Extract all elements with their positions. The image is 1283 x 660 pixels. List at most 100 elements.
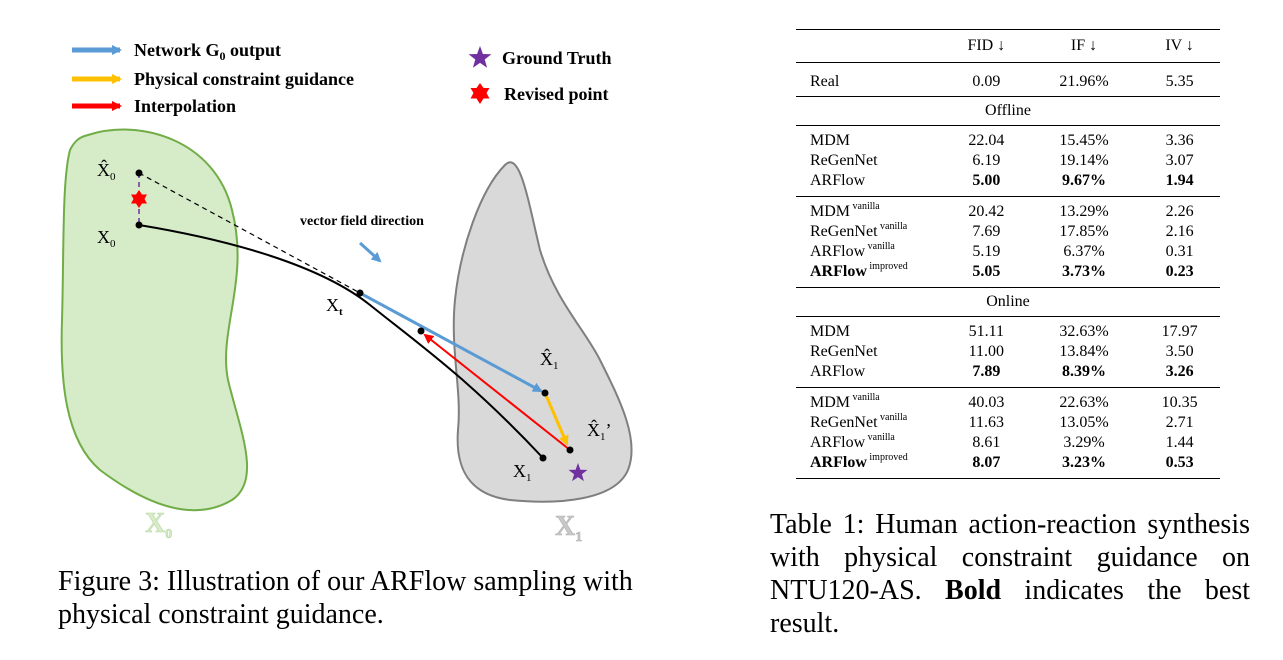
vector-field-arrow [358,241,382,263]
ground-truth-marker-icon [568,463,588,482]
value-iv: 0.53 [1139,453,1220,479]
table-header-row: FID ↓ IF ↓ IV ↓ [796,29,1220,63]
header-iv: IV ↓ [1139,29,1220,63]
point-x1hat [541,389,549,397]
value-fid: 40.03 [968,394,1005,411]
physical-guidance-arrow [543,392,569,446]
value-if: 17.85% [1059,223,1109,240]
method-name: ReGenNet [810,152,878,169]
value-fid: 7.89 [944,362,1029,388]
method-name: ReGenNet vanilla [810,412,908,432]
method-name: ARFlow [796,171,944,197]
header-if: IF ↓ [1028,29,1140,63]
revised-point-star-icon [470,83,490,104]
label-x0hat: X̂0 [97,159,116,183]
value-fid: 11.00 [968,343,1005,360]
value-iv: 3.36 [1165,132,1194,149]
legend-revised-point: Revised point [504,84,609,104]
label-xt: Xt [326,295,343,318]
value-iv: 0.31 [1165,243,1194,260]
value-fid: 5.05 [944,262,1029,288]
legend: Network G0 output Physical constraint gu… [72,40,612,116]
value-fid: 7.69 [972,223,1001,240]
label-x1hatp: X̂1’ [587,419,612,443]
region-x1 [452,161,633,503]
value-iv: 3.26 [1139,362,1220,388]
label-x0: X0 [97,227,116,250]
label-region-x0: X0 [145,508,172,542]
method-name: MDM vanilla [810,201,880,221]
value-if: 9.67% [1028,171,1140,197]
label-region-x1: X1 [555,511,582,545]
label-x1: X1 [513,461,532,484]
value-fid: 11.63 [968,414,1005,431]
point-x0hat [135,169,143,177]
method-name: ARFlow improved [796,262,944,288]
trajectory-curve [138,224,544,459]
table-row: MDM vanilla 20.42 13.29% 2.26 [796,197,1220,223]
method-name: ARFlow vanilla [810,432,895,452]
value-fid: 8.07 [944,453,1029,479]
value-if: 15.45% [1059,132,1109,149]
point-x1hatp [566,446,574,454]
value-iv: 2.26 [1165,203,1194,220]
method-name: ARFlow improved [796,453,944,479]
point-x0 [135,221,143,229]
legend-physical: Physical constraint guidance [134,69,354,89]
value-fid: 51.11 [968,323,1005,340]
label-vector-field: vector field direction [300,214,424,229]
value-fid: 5.19 [972,243,1001,260]
value-if: 3.73% [1028,262,1140,288]
method-name: MDM vanilla [810,392,880,412]
revised-point-marker-icon [131,190,147,208]
method-name: ReGenNet vanilla [810,221,908,241]
point-xt [356,289,364,297]
value-iv: 17.97 [1161,323,1198,340]
method-name: MDM [810,132,851,149]
value-iv: 3.50 [1165,343,1194,360]
value-if: 3.23% [1028,453,1140,479]
table-row: MDM 22.04 15.45% 3.36 [796,126,1220,152]
value-iv: 10.35 [1161,394,1198,411]
arflow-sampling-figure: Network G0 output Physical constraint gu… [60,40,633,545]
label-x1hat: X̂1 [540,348,559,372]
method-name: ReGenNet [810,343,878,360]
method-name: ARFlow vanilla [810,241,895,261]
value-fid: 22.04 [968,132,1005,149]
legend-interp: Interpolation [134,96,236,116]
value-iv: 2.16 [1165,223,1194,240]
dashed-line [138,172,361,294]
value-if: 3.29% [1063,434,1105,451]
figure-caption: Figure 3: Illustration of our ARFlow sam… [58,566,633,630]
value-fid: 8.61 [972,434,1001,451]
header-blank [796,29,944,63]
value-if: 13.05% [1059,414,1109,431]
value-fid: 6.19 [972,152,1001,169]
section-online: Online [796,287,1220,317]
interpolation-arrow [423,333,571,451]
value-fid: 20.42 [968,203,1005,220]
table-caption: Table 1: Human action-reaction synthesis… [770,509,1250,639]
table-row: Real 0.09 21.96% 5.35 [810,73,1194,90]
value-if: 13.29% [1059,203,1109,220]
table-row: ReGenNet vanilla 7.69 17.85% 2.16 [796,222,1220,242]
point-interp [417,327,425,335]
value-iv: 0.23 [1139,262,1220,288]
method-name: ARFlow [796,362,944,388]
network-output-arrow [359,291,543,393]
